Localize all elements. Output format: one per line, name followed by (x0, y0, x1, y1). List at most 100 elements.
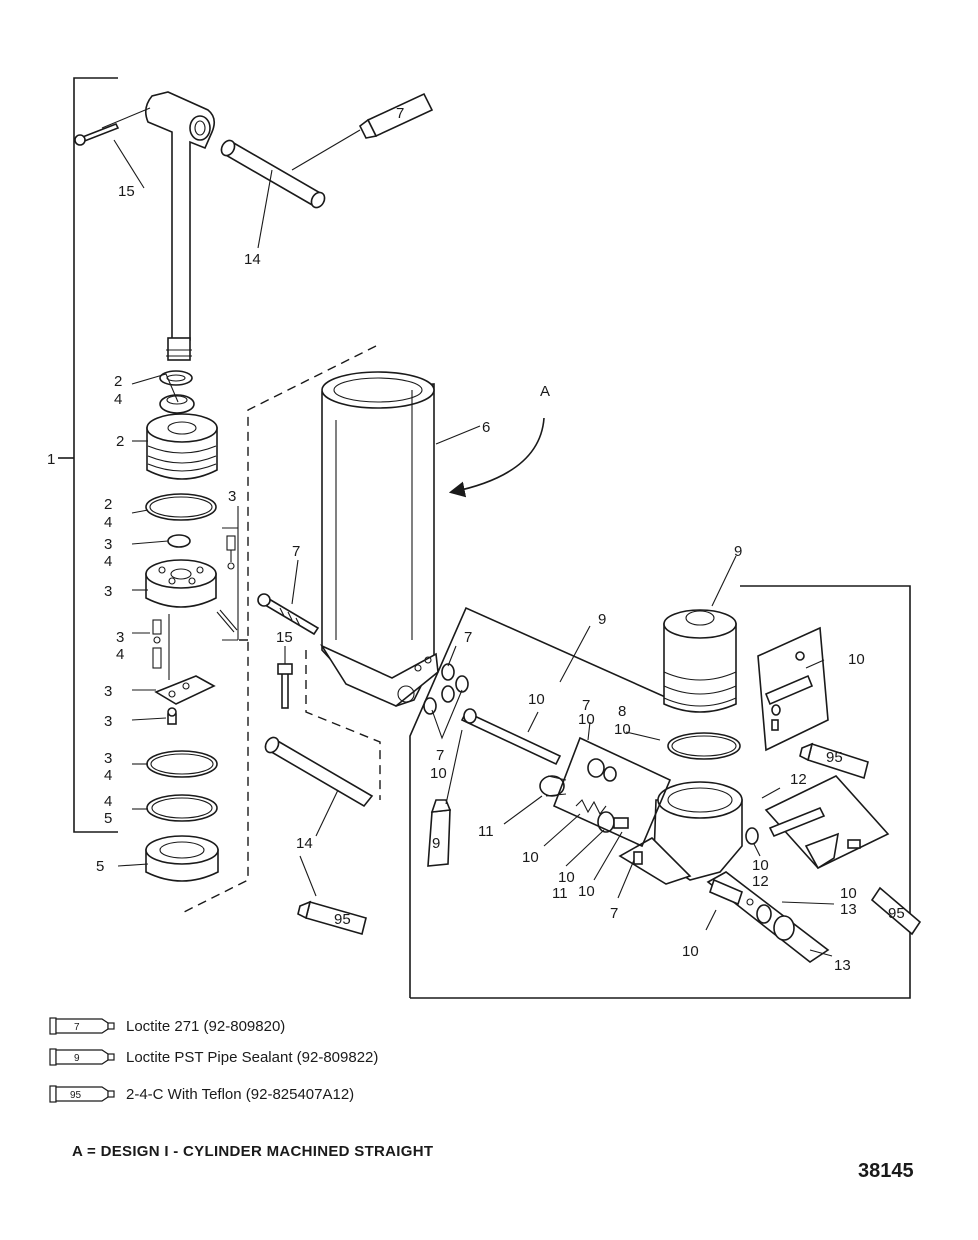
callout: 12 (752, 873, 769, 890)
valve-spring-set (216, 535, 238, 633)
pin-14-lower (264, 736, 374, 808)
callout: 10 (682, 943, 699, 960)
cylinder-dashed-outline (183, 345, 377, 913)
callout: 5 (104, 810, 112, 827)
callout: 10 (840, 885, 857, 902)
tube-label: 9 (432, 835, 440, 852)
o-ring-large-1 (145, 493, 217, 521)
leader-lines (101, 107, 835, 957)
legend-label: Loctite PST Pipe Sealant (92-809822) (126, 1048, 379, 1066)
callout: 12 (790, 771, 807, 788)
plate-screw (167, 707, 177, 725)
callout: 4 (116, 646, 124, 663)
tube-label: 95 (888, 905, 905, 922)
legend-row-2-4-c: 95 2-4-C With Teflon (92-825407A12) (48, 1082, 354, 1106)
callout: 10 (430, 765, 447, 782)
seal-ring (159, 394, 195, 414)
tube-label: 95 (334, 911, 351, 928)
callout: 10 (522, 849, 539, 866)
callout: 8 (618, 703, 626, 720)
screw-15 (74, 122, 120, 146)
tube-icon: 7 (49, 1017, 115, 1035)
trim-rod (144, 91, 216, 361)
reservoir-9 (663, 609, 737, 713)
callout: 9 (734, 543, 742, 560)
bolt-7 (257, 593, 320, 636)
link-box-10 (757, 626, 829, 752)
sub-box-7-10 (552, 736, 672, 848)
sealant-tube-95-left: 95 (297, 900, 367, 935)
valve-11 (539, 775, 567, 797)
tube-number: 95 (70, 1090, 82, 1101)
callout: 7 (436, 747, 444, 764)
callout: 7 (292, 543, 300, 560)
callout: 2 (104, 496, 112, 513)
callout: 10 (578, 883, 595, 900)
callout: 10 (848, 651, 865, 668)
spring-10 (575, 799, 607, 816)
callout: 6 (482, 419, 490, 436)
callout: 4 (114, 391, 122, 408)
callout: 10 (614, 721, 631, 738)
callout: 4 (104, 793, 112, 810)
callout: 5 (96, 858, 104, 875)
wiper-ring-5 (145, 835, 219, 882)
design-note: A = DESIGN I - CYLINDER MACHINED STRAIGH… (72, 1143, 434, 1160)
legend-row-loctite-271: 7 Loctite 271 (92-809820) (48, 1014, 285, 1038)
screw-15-lower (277, 663, 293, 709)
tube-icon: 95 (49, 1085, 115, 1103)
valve-assembly-13 (706, 871, 830, 963)
callout: 11 (552, 885, 568, 902)
pump-body (618, 781, 743, 885)
callout: 3 (104, 583, 112, 600)
callout: 3 (104, 683, 112, 700)
callout: 13 (840, 901, 857, 918)
o-ring-small-2 (167, 534, 191, 548)
shuttle-parts (597, 811, 643, 865)
seal-rings-group (423, 663, 469, 715)
tube-number: 9 (74, 1053, 80, 1064)
tube-number: 7 (74, 1022, 80, 1033)
piston (145, 559, 217, 608)
o-ring-small (159, 370, 193, 386)
callout-numbers: 1 2 4 2 2 4 3 4 3 3 4 3 3 3 4 4 5 5 3 15… (47, 183, 865, 974)
callout: 3 (228, 488, 236, 505)
pin-14 (220, 139, 326, 209)
callout: 2 (114, 373, 122, 390)
callout: 14 (244, 251, 261, 268)
sealant-tube-9: 9 (427, 799, 452, 867)
callout: 4 (104, 767, 112, 784)
callout: 1 (47, 451, 55, 468)
sealant-tube-95-right-b: 95 (870, 886, 922, 936)
callout: 4 (104, 514, 112, 531)
legend-label: 2-4-C With Teflon (92-825407A12) (126, 1085, 355, 1103)
callout: 7 (464, 629, 472, 646)
callout: 3 (104, 536, 112, 553)
trim-cylinder-6 (319, 371, 439, 707)
callout: 2 (116, 433, 124, 450)
callout: A (540, 383, 550, 400)
pump-assembly-box (409, 585, 911, 999)
callout: 15 (276, 629, 293, 646)
o-ring-8 (667, 732, 741, 760)
callout: 7 (610, 905, 618, 922)
callout: 15 (118, 183, 135, 200)
end-cap-2 (146, 413, 218, 480)
callout: 3 (104, 713, 112, 730)
figure-number: 38145 (858, 1160, 914, 1182)
callout: 10 (578, 711, 595, 728)
cylinder-dashed-outline-2 (305, 650, 381, 800)
callout: 10 (558, 869, 575, 886)
manual-release-12 (745, 775, 890, 870)
callout: 13 (834, 957, 851, 974)
callout: 3 (104, 750, 112, 767)
callout: 14 (296, 835, 313, 852)
o-ring-large-3 (146, 794, 218, 822)
legend-row-loctite-pst: 9 Loctite PST Pipe Sealant (92-809822) (48, 1045, 378, 1069)
sealant-tube-95-right-a: 95 (799, 742, 869, 780)
callout: 3 (116, 629, 124, 646)
tube-icon: 9 (49, 1048, 115, 1066)
callout: 11 (478, 823, 494, 840)
callout: 10 (528, 691, 545, 708)
